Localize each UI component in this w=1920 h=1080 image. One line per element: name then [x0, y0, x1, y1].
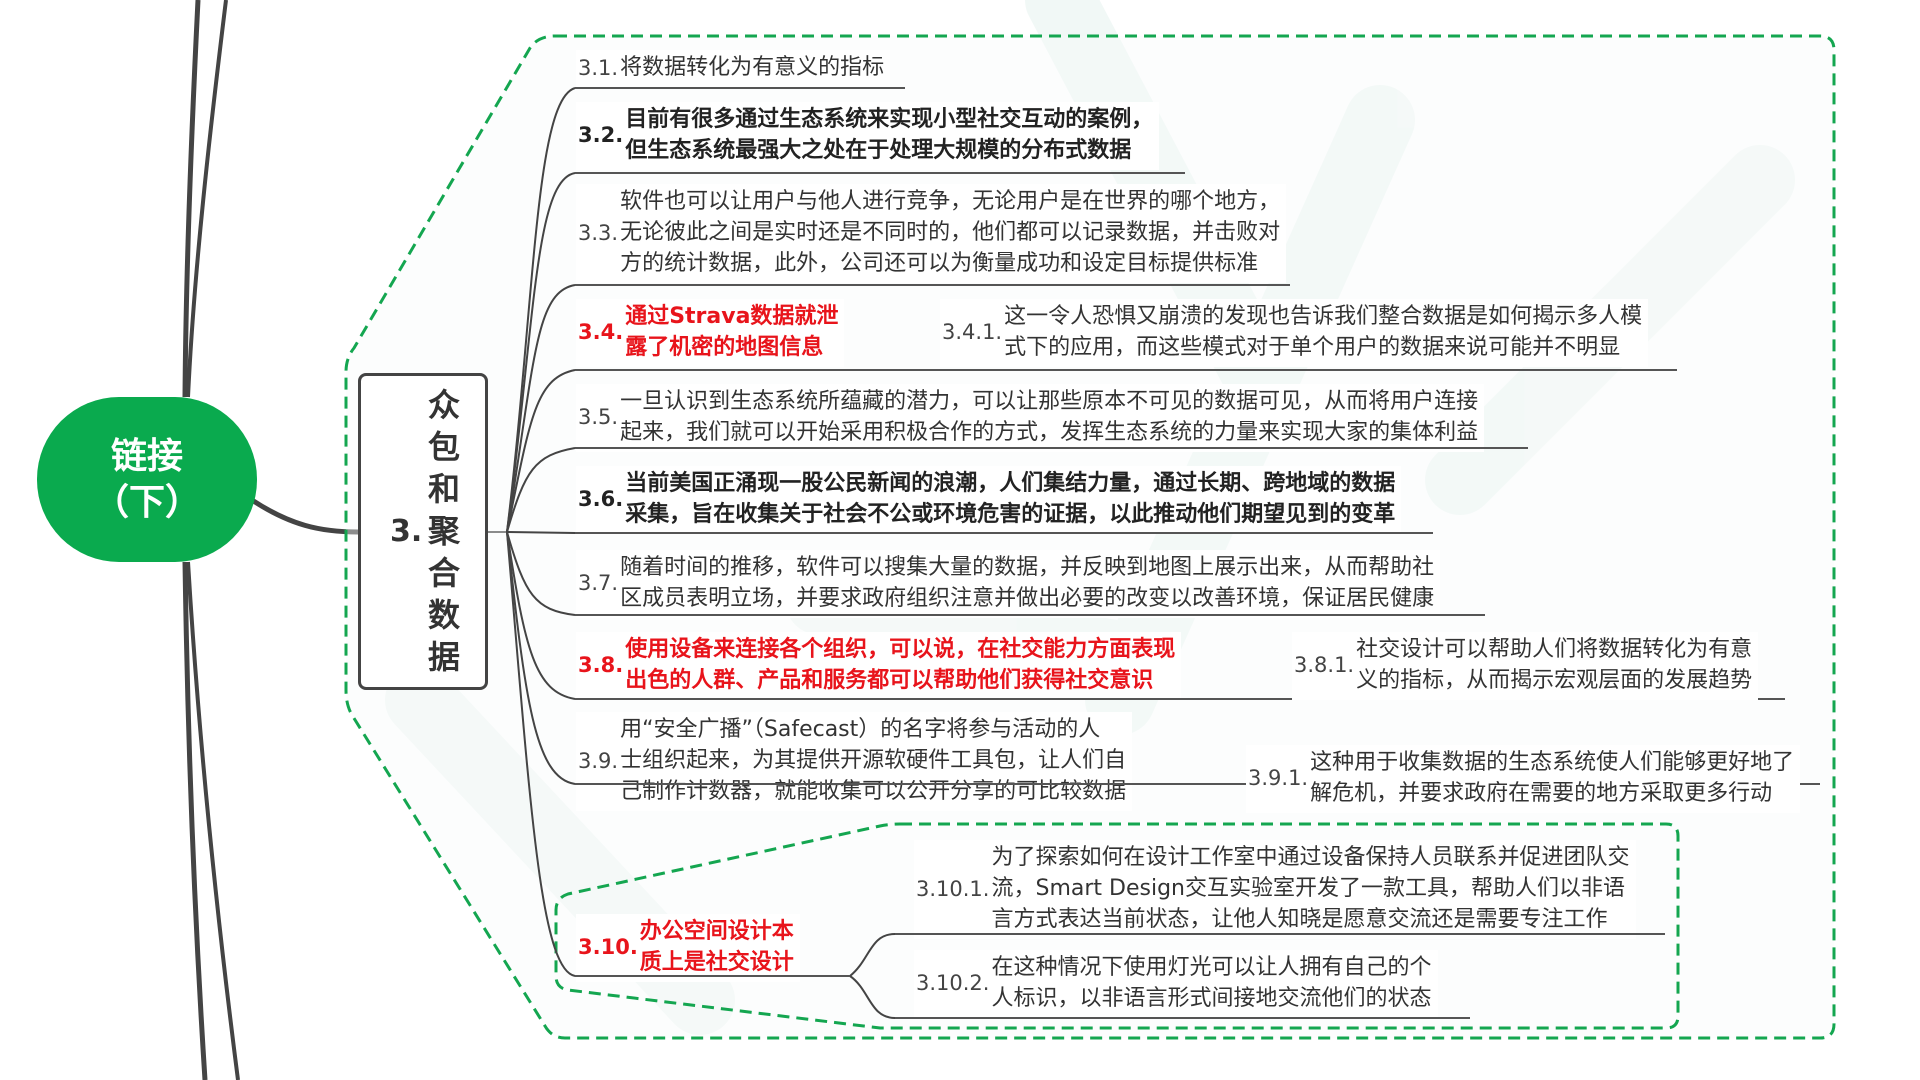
node-text: 通过Strava数据就泄 露了机密的地图信息 [625, 304, 839, 360]
node-number: 3.4.1. [942, 320, 1003, 344]
underline [575, 447, 1528, 449]
node-number: 3.6. [578, 487, 624, 511]
node-number: 3.4. [578, 320, 624, 344]
topic-number: 3. [390, 514, 423, 549]
node-text: 目前有很多通过生态系统来实现小型社交互动的案例， 但生态系统最强大之处在于处理大… [625, 107, 1154, 163]
node-text: 当前美国正涌现一股公民新闻的浪潮，人们集结力量，通过长期、跨地域的数据 采集，旨… [625, 471, 1396, 527]
node-3-2[interactable]: 3.2. 目前有很多通过生态系统来实现小型社交互动的案例， 但生态系统最强大之处… [576, 102, 1160, 170]
underline [575, 284, 1290, 286]
node-number: 3.8.1. [1294, 653, 1355, 677]
node-3-6[interactable]: 3.6. 当前美国正涌现一股公民新闻的浪潮，人们集结力量，通过长期、跨地域的数据… [576, 466, 1402, 534]
branch-lines [506, 87, 942, 1019]
node-number: 3.10.1. [916, 876, 990, 901]
node-number: 3.8. [578, 653, 624, 677]
topic-char: 据 [427, 638, 460, 676]
node-number: 3.9. [578, 748, 619, 773]
node-3-3[interactable]: 3.3. 软件也可以让用户与他人进行竞争，无论用户是在世界的哪个地方， 无论彼此… [576, 184, 1287, 283]
node-text: 这种用于收集数据的生态系统使人们能够更好地了 解危机，并要求政府在需要的地方采取… [1310, 750, 1795, 806]
node-text: 软件也可以让用户与他人进行竞争，无论用户是在世界的哪个地方， 无论彼此之间是实时… [620, 189, 1281, 276]
underline [575, 369, 935, 371]
node-text: 为了探索如何在设计工作室中通过设备保持人员联系并促进团队交 流，Smart De… [991, 845, 1630, 932]
underline [575, 172, 1185, 174]
node-3-10[interactable]: 3.10. 办公空间设计本 质上是社交设计 [576, 914, 800, 982]
topic-char: 众 [427, 386, 460, 424]
node-number: 3.5. [578, 405, 619, 429]
lower-connector-1 [182, 561, 208, 1080]
underline [575, 532, 1433, 534]
underline [575, 975, 850, 977]
node-text: 社交设计可以帮助人们将数据转化为有意 义的指标，从而揭示宏观层面的发展趋势 [1356, 637, 1753, 693]
node-3-4-1[interactable]: 3.4.1. 这一令人恐惧又崩溃的发现也告诉我们整合数据是如何揭示多人模 式下的… [940, 299, 1649, 367]
node-3-9[interactable]: 3.9. 用“安全广播”（Safecast）的名字将参与活动的人 士组织起来，为… [576, 712, 1133, 811]
underline [895, 1017, 1470, 1019]
lower-connector-2 [186, 561, 240, 1080]
node-text: 使用设备来连接各个组织，可以说，在社交能力方面表现 出色的人群、产品和服务都可以… [625, 637, 1176, 693]
node-number: 3.1. [578, 55, 619, 80]
node-number: 3.10. [578, 935, 638, 959]
node-3-7[interactable]: 3.7. 随着时间的推移，软件可以搜集大量的数据，并反映到地图上展示出来，从而帮… [576, 550, 1441, 618]
node-number: 3.9.1. [1248, 766, 1309, 790]
topic-char: 聚 [427, 512, 460, 550]
node-3-10-2[interactable]: 3.10.2. 在这种情况下使用灯光可以让人拥有自己的个 人标识，以非语言形式间… [914, 950, 1438, 1018]
underline [575, 614, 1485, 616]
node-3-5[interactable]: 3.5. 一旦认识到生态系统所蕴藏的潜力，可以让那些原本不可见的数据可见，从而将… [576, 384, 1485, 452]
node-text: 这一令人恐惧又崩溃的发现也告诉我们整合数据是如何揭示多人模 式下的应用，而这些模… [1004, 304, 1643, 360]
node-number: 3.2. [578, 123, 624, 147]
underline [575, 783, 1820, 785]
upper-connector-1 [182, 0, 201, 398]
node-3-10-1[interactable]: 3.10.1. 为了探索如何在设计工作室中通过设备保持人员联系并促进团队交 流，… [914, 840, 1636, 939]
root-to-topic-connector [250, 497, 359, 535]
node-text: 用“安全广播”（Safecast）的名字将参与活动的人 士组织起来，为其提供开源… [620, 717, 1127, 804]
node-text: 办公空间设计本 质上是社交设计 [639, 919, 794, 975]
topic-char: 和 [427, 470, 460, 508]
underline [895, 933, 1665, 935]
topic-box[interactable] [358, 373, 488, 690]
node-3-1[interactable]: 3.1. 将数据转化为有意义的指标 [576, 50, 891, 87]
node-number: 3.7. [578, 571, 619, 595]
topic-char: 合 [427, 554, 460, 592]
root-title: 链接 [110, 435, 183, 477]
node-text: 随着时间的推移，软件可以搜集大量的数据，并反映到地图上展示出来，从而帮助社 区成… [620, 555, 1435, 611]
node-3-9-1[interactable]: 3.9.1. 这种用于收集数据的生态系统使人们能够更好地了 解危机，并要求政府在… [1246, 745, 1801, 813]
node-text: 一旦认识到生态系统所蕴藏的潜力，可以让那些原本不可见的数据可见，从而将用户连接 … [620, 389, 1479, 445]
topic-char: 数 [427, 596, 460, 634]
topic-char: 包 [427, 428, 460, 466]
root-subtitle: （下） [92, 481, 201, 523]
root-node[interactable]: 链接 （下） [37, 397, 257, 562]
node-number: 3.3. [578, 220, 619, 245]
node-3-8[interactable]: 3.8. 使用设备来连接各个组织，可以说，在社交能力方面表现 出色的人群、产品和… [576, 632, 1182, 700]
underline [575, 87, 905, 89]
node-number: 3.10.2. [916, 971, 990, 995]
node-3-4[interactable]: 3.4. 通过Strava数据就泄 露了机密的地图信息 [576, 299, 845, 367]
node-text: 在这种情况下使用灯光可以让人拥有自己的个 人标识，以非语言形式间接地交流他们的状… [991, 955, 1432, 1011]
node-text: 将数据转化为有意义的指标 [620, 55, 885, 80]
upper-connector-2 [186, 0, 228, 398]
inner-dashed-boundary [554, 822, 1680, 1030]
underline [930, 369, 1677, 371]
node-3-8-1[interactable]: 3.8.1. 社交设计可以帮助人们将数据转化为有意 义的指标，从而揭示宏观层面的… [1292, 632, 1759, 700]
underline [575, 698, 1785, 700]
topic-title: 众 包 和 聚 合 数 据 [424, 384, 464, 678]
